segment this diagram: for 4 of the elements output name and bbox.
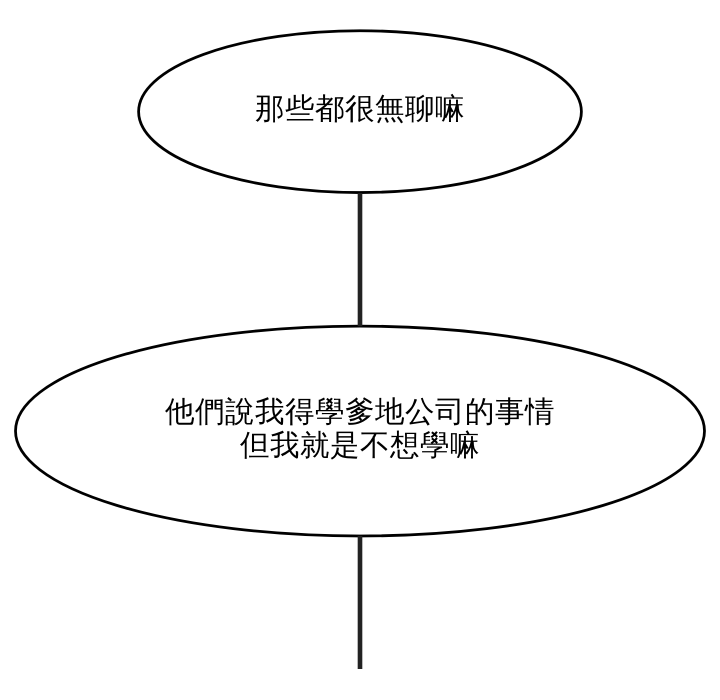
- connector: [358, 535, 362, 669]
- connector: [358, 192, 362, 326]
- node-ellipse: 他們說我得學爹地公司的事情但我就是不想學嘛: [14, 324, 706, 537]
- node-ellipse: 那些都很無聊嘛: [137, 28, 583, 194]
